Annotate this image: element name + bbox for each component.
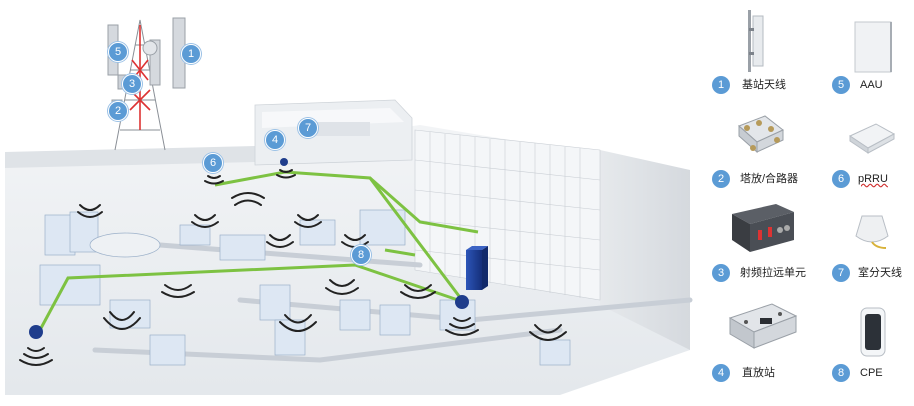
legend-label-6: pRRU xyxy=(858,173,888,185)
rru-icon xyxy=(732,204,794,252)
legend-num-3: 3 xyxy=(712,264,730,282)
scene-badge-aau: 5 xyxy=(108,42,128,62)
aau-icon xyxy=(854,21,892,73)
back-wall xyxy=(5,146,255,168)
legend-label-7: 室分天线 xyxy=(858,267,902,279)
legend-num-7: 7 xyxy=(832,264,850,282)
machines xyxy=(39,209,571,366)
network-links xyxy=(38,170,479,331)
ceiling-antenna-icon xyxy=(855,215,889,249)
scene-badge-indoor-antenna: 7 xyxy=(298,118,318,138)
scene-badge-cpe: 8 xyxy=(351,245,371,265)
factory-scene xyxy=(5,17,693,395)
legend-num-4: 4 xyxy=(712,364,730,382)
scene-badge-repeater: 4 xyxy=(265,130,285,150)
legend-num-1: 1 xyxy=(712,76,730,94)
storage-racks xyxy=(414,129,601,301)
legend-label-5: AAU xyxy=(860,79,883,91)
panel-antenna-icon xyxy=(748,10,764,72)
scene-badge-rru: 3 xyxy=(122,74,142,94)
signal-waves xyxy=(19,169,567,366)
legend-num-5: 5 xyxy=(832,76,850,94)
legend-label-2: 塔放/合路器 xyxy=(740,173,799,185)
legend-label-4: 直放站 xyxy=(742,367,775,379)
cpe-icon xyxy=(860,307,886,357)
cpe-device xyxy=(466,246,488,290)
legend-num-2: 2 xyxy=(712,170,730,188)
terminal-nodes xyxy=(29,158,469,339)
scene-badge-combiner: 2 xyxy=(108,101,128,121)
legend-num-8: 8 xyxy=(832,364,850,382)
legend-label-3: 射频拉远单元 xyxy=(740,267,806,279)
scene-badge-antenna: 1 xyxy=(181,44,201,64)
office-block xyxy=(254,99,413,166)
combiner-icon xyxy=(738,115,784,154)
legend-label-8: CPE xyxy=(860,367,883,379)
repeater-icon xyxy=(728,303,798,349)
scene-badge-prru: 6 xyxy=(203,153,223,173)
prru-icon xyxy=(848,123,896,154)
legend-label-1: 基站天线 xyxy=(742,79,786,91)
legend-num-6: 6 xyxy=(832,170,850,188)
cell-tower xyxy=(107,17,186,151)
